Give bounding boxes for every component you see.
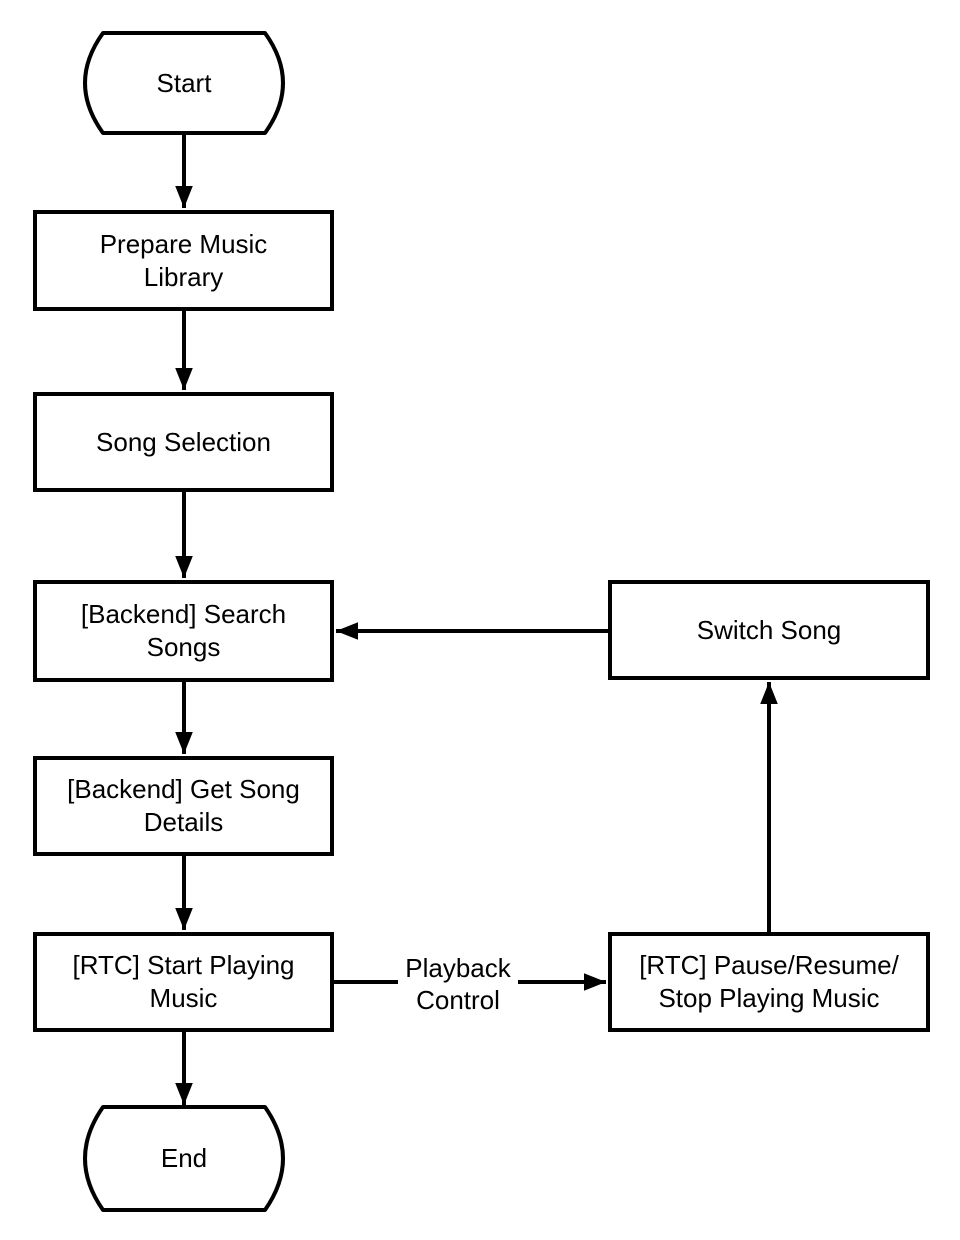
edge-label-playback-control: Playback Control [398,952,518,1016]
node-prepare-music-library: Prepare Music Library [33,210,334,311]
node-backend-search-songs: [Backend] Search Songs [33,580,334,682]
node-rtc-pause-resume-stop: [RTC] Pause/Resume/ Stop Playing Music [608,932,930,1032]
node-switch-song: Switch Song [608,580,930,680]
node-backend-get-song-details: [Backend] Get Song Details [33,756,334,856]
node-song-selection: Song Selection [33,392,334,492]
node-end: End [160,1143,208,1173]
start-terminator-shape [83,31,285,135]
node-rtc-start-playing-music: [RTC] Start Playing Music [33,932,334,1032]
node-start: Start [156,67,212,98]
end-terminator-shape [83,1105,285,1212]
